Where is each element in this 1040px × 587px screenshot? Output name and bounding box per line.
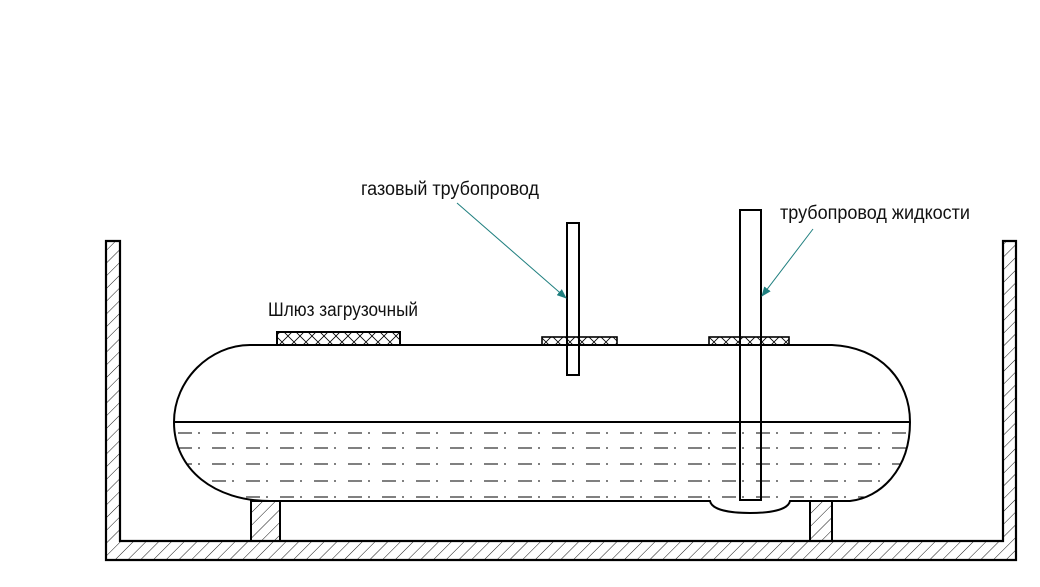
gas-pipe-leader [456, 202, 567, 299]
liquid-pipe-leader [761, 228, 814, 297]
loading-hatch-label: Шлюз загрузочный [268, 300, 418, 321]
pit-walls [104, 239, 1018, 562]
loading-hatch [276, 331, 401, 346]
liquid-pipe [739, 209, 762, 501]
gas-pipe-label: газовый трубопровод [361, 179, 539, 200]
liquid-pipe-label: трубопровод жидкости [780, 203, 970, 224]
gas-pipe [566, 222, 580, 376]
liquid-pipe-flange [708, 336, 790, 346]
liquid [174, 422, 910, 513]
right-support [809, 500, 833, 542]
left-support [250, 500, 281, 542]
